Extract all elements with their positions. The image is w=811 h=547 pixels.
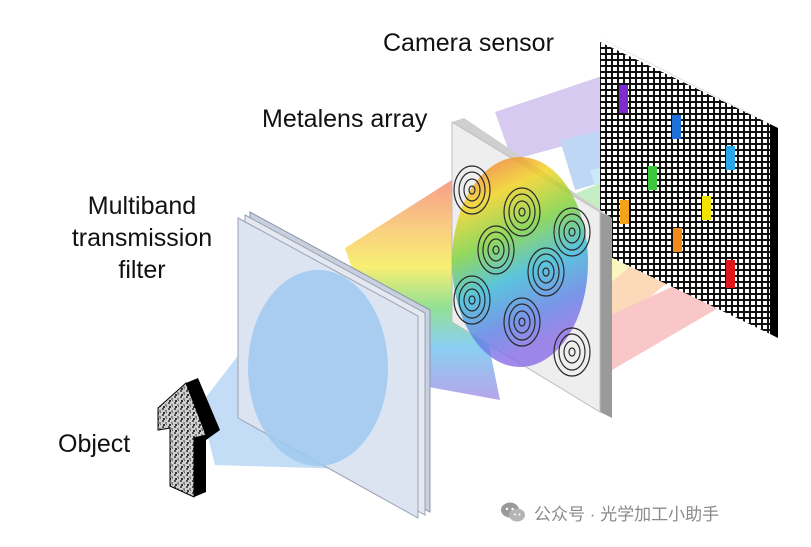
watermark: 公众号 · 光学加工小助手 (500, 498, 719, 526)
metalens-6 (453, 275, 491, 325)
spot-red (726, 260, 735, 288)
lens-plate-edge (600, 212, 612, 418)
multiband-filter-label: Multiband transmission filter (57, 190, 227, 286)
spot-cyan (726, 146, 735, 170)
spot-yellow (702, 196, 711, 220)
camera-sensor (600, 38, 778, 338)
beam-violet (495, 70, 622, 160)
metalens-1 (453, 165, 491, 215)
metalens-3 (553, 207, 591, 257)
sensor-edge (600, 38, 778, 128)
multiband-filter (237, 211, 431, 519)
metalens-7 (503, 297, 541, 347)
spot-orange-2 (673, 228, 682, 252)
spot-violet (619, 85, 628, 113)
filter-label-line-3: filter (118, 256, 166, 284)
metalens-rings (453, 165, 591, 377)
object-label: Object (58, 430, 131, 458)
camera-sensor-label: Camera sensor (383, 29, 554, 57)
metalens-array (451, 118, 612, 418)
filter-lens-spot (248, 270, 388, 466)
sensor-side (770, 124, 778, 338)
metalens-5 (527, 247, 565, 297)
metalens-4 (477, 225, 515, 275)
arrow-face (157, 382, 207, 498)
spot-green (648, 166, 657, 190)
spot-blue (672, 115, 681, 139)
sensor-spots (619, 85, 735, 288)
filter-label-line-2: transmission (71, 224, 213, 252)
spot-orange (620, 200, 629, 224)
wechat-icon (501, 502, 525, 522)
metalens-array-label: Metalens array (262, 105, 428, 133)
metalens-2 (503, 187, 541, 237)
object-arrow (157, 378, 220, 498)
metalens-8 (553, 327, 591, 377)
watermark-text: 公众号 · 光学加工小助手 (534, 504, 720, 524)
filter-label-line-1: Multiband (87, 192, 197, 220)
